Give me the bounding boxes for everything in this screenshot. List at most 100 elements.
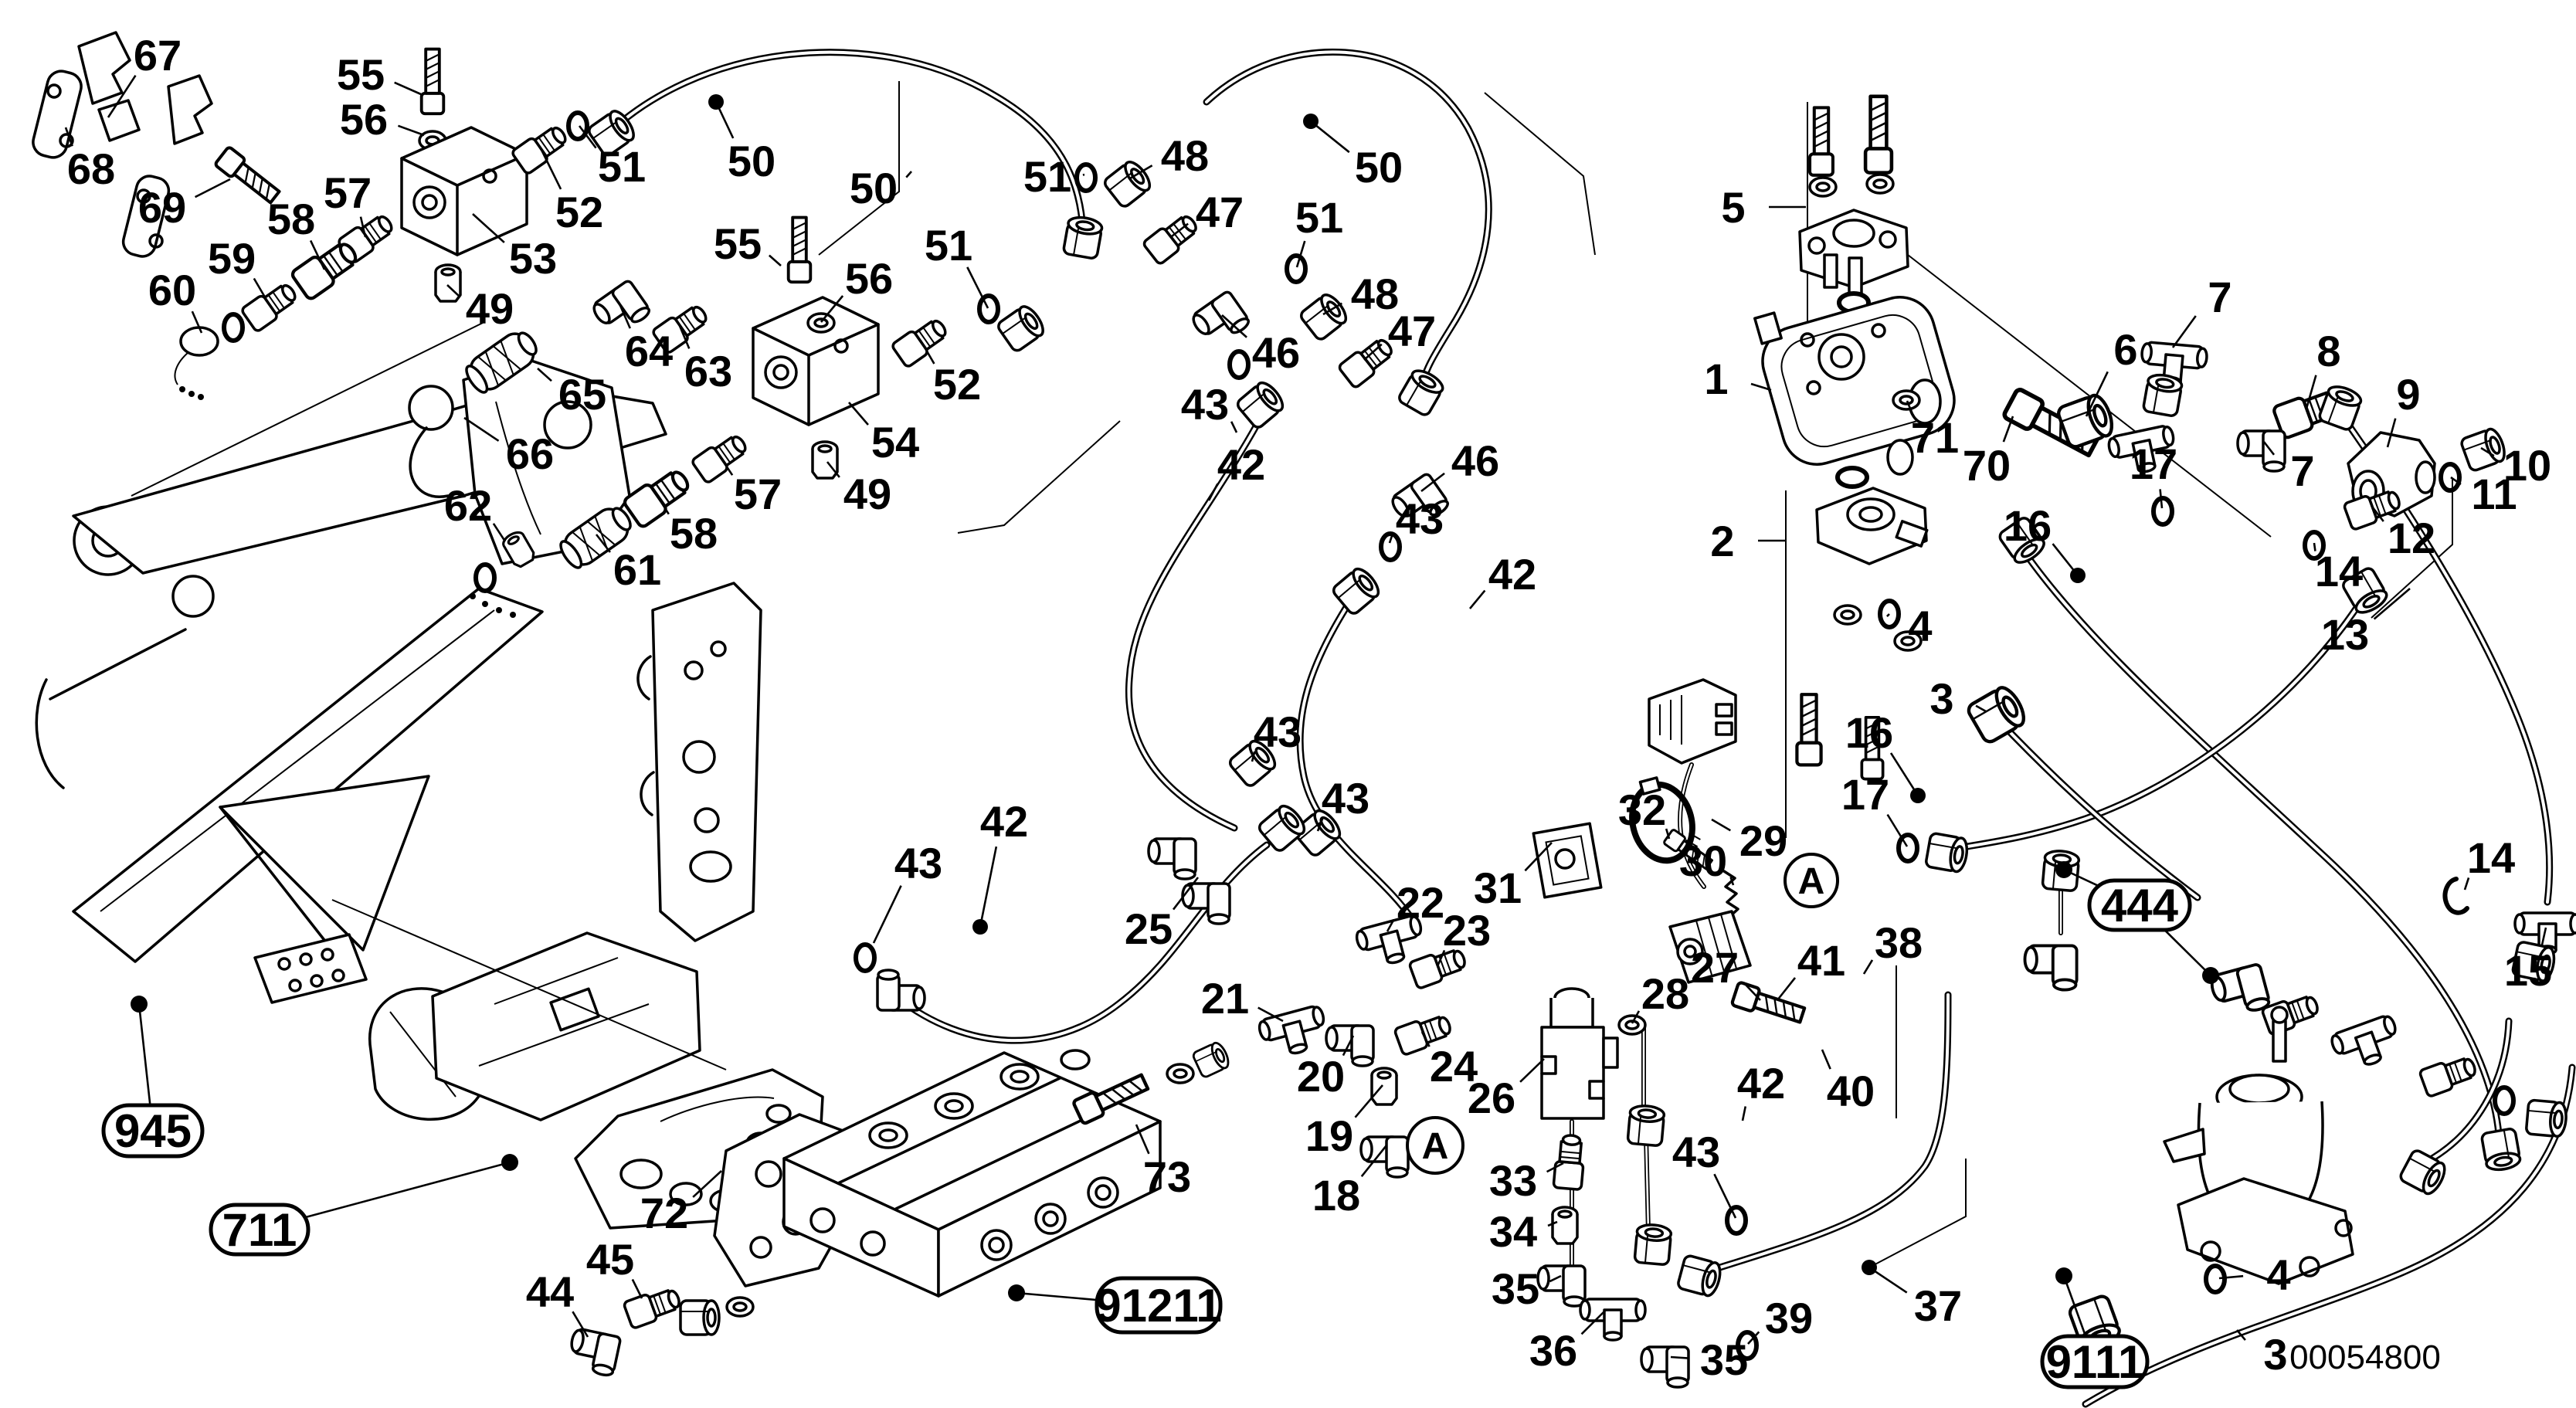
leader-dot [1910,788,1926,803]
top-middle-fitting-chains [1061,156,1452,618]
callout-9: 9 [2386,370,2421,448]
badge-444[interactable]: 444 [2055,861,2219,984]
callout-7: 7 [2171,273,2232,348]
leader-line [1670,1355,1689,1359]
callout-number: 52 [555,188,603,236]
callout-number: 9 [2396,370,2420,419]
leader-line [1135,1124,1150,1155]
leader-line [2386,418,2397,448]
leader-line [1257,1006,1284,1023]
badge-9111[interactable]: 9111 [2040,1267,2150,1389]
badge-945[interactable]: 945 [101,996,205,1159]
leader-line [472,213,505,243]
callout-number: 67 [134,31,182,80]
leader-line [820,295,844,323]
callout-18: 18 [1312,1145,1388,1220]
callout-25: 25 [1125,877,1200,953]
leader-line [1354,1084,1383,1118]
hose-core-line [2424,1020,2510,1164]
badge-711[interactable]: 711 [209,1154,518,1257]
leader-line [1747,1331,1760,1345]
callout-44: 44 [526,1267,589,1338]
hose-core-line [1678,763,1705,888]
callout-number: 68 [67,144,115,193]
leader-line [1547,1220,1558,1227]
callout-5: 5 [1721,183,1806,232]
callout-number: 51 [598,142,646,191]
hose-line [595,49,1087,234]
leader-line [397,124,425,137]
callout-26: 26 [1468,1058,1545,1122]
callout-number: 17 [2130,439,2177,488]
callout-number: 73 [1143,1152,1191,1201]
callout-43: 43 [1316,774,1369,832]
leader-line [966,266,989,309]
leader-line [2236,1329,2246,1341]
callout-number: 55 [714,219,762,268]
callout-number: 50 [728,137,776,185]
callout-4: 4 [2218,1250,2291,1299]
callout-43: 43 [872,839,942,944]
leader-line [446,284,460,297]
callout-number: 57 [734,470,782,518]
callout-42: 42 [1207,440,1265,501]
leader-dot [972,919,988,935]
callout-7: 7 [2262,441,2315,495]
leader-line [1363,343,1383,361]
badge-label: 945 [114,1105,192,1157]
callout-number: 37 [1914,1281,1962,1330]
marker-A: A [1784,853,1839,908]
callout-11: 11 [2450,470,2517,518]
callout-43: 43 [1388,494,1444,544]
callout-4: 4 [1886,602,1933,650]
badge-outline [209,1203,311,1257]
callout-33: 33 [1489,1156,1564,1205]
leader-line [1743,982,1761,1001]
leader-line [1251,751,1256,762]
solenoid-coil [1668,910,1752,984]
callout-number: 5 [1721,183,1745,232]
leader-line [1886,613,1890,617]
callout-55: 55 [337,50,422,99]
marker-letter: A [1798,861,1825,902]
marker-letter: A [1422,1126,1449,1167]
control-valve-block [565,800,1310,1379]
callout-number: 2 [1710,517,1734,565]
badge-leader-dot [2055,861,2072,878]
callout-36: 36 [1529,1309,1607,1375]
hose-core-line [2018,544,2500,1135]
leader-line [1468,589,1486,609]
marker-circle [1406,1116,1464,1175]
leader-line [1631,1010,1641,1024]
callout-34: 34 [1489,1207,1558,1256]
callout-number: 47 [1388,307,1436,355]
callout-number: 46 [1451,436,1499,485]
callout-number: 48 [1161,131,1209,180]
badge-91211[interactable]: 91211 [1008,1276,1223,1335]
leader-line [359,216,367,238]
callout-number: 14 [2467,833,2515,882]
callout-number: 18 [1312,1171,1360,1220]
callout-number: 45 [586,1235,634,1284]
callout-19: 19 [1305,1084,1383,1160]
callout-10: 10 [2480,441,2551,490]
callout-number: 15 [2504,946,2552,995]
badge-label: 444 [2101,880,2179,931]
callout-65: 65 [537,368,606,419]
callout-22: 22 [1386,878,1444,932]
callout-48: 48 [1129,131,1209,180]
leader-line [2171,315,2197,348]
leader-line [1713,1173,1737,1219]
hose-core-line [1298,595,1414,921]
callout-58: 58 [656,495,718,558]
callout-number: 51 [925,221,972,270]
callout-50: 50 [1303,114,1403,192]
badge-outline [2040,1334,2150,1389]
callout-number: 4 [1908,602,1932,650]
callout-49: 49 [446,284,514,333]
callout-number: 3 [1929,674,1953,723]
callout-number: 43 [1672,1128,1720,1176]
leader-line [919,340,935,365]
leader-line [1322,302,1342,316]
